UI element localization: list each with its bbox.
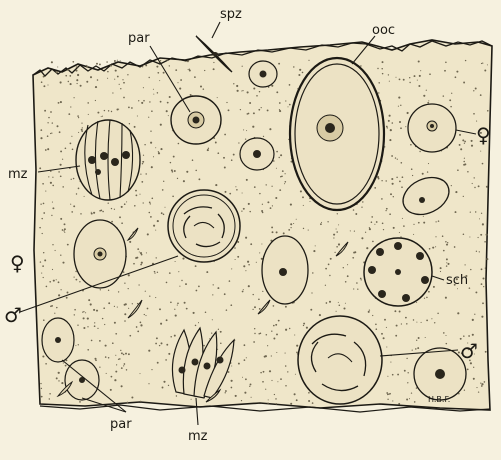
parasite-cell-bottom-upper <box>42 318 74 362</box>
label-mz-left: mz <box>8 167 28 182</box>
schizont <box>364 238 432 306</box>
cell-bottom-right <box>414 348 466 400</box>
label-female-right: ♀ <box>476 123 491 147</box>
label-male-right: ♂ <box>460 339 478 363</box>
oocyst <box>290 58 384 210</box>
male-gametocyte-right <box>298 316 382 404</box>
label-par-top: par <box>128 31 150 46</box>
small-cell-middle <box>240 138 274 170</box>
label-spz: spz <box>220 7 242 22</box>
label-ooc: ooc <box>372 23 395 38</box>
merozoite-cluster-left <box>76 120 140 200</box>
label-mz-bottom: mz <box>188 429 208 444</box>
small-cell-top <box>249 61 277 87</box>
label-sch: sch <box>446 273 468 288</box>
female-gametocyte-left <box>74 220 126 288</box>
oval-cell-middle <box>262 236 308 304</box>
parasite-cell-top <box>171 96 221 144</box>
label-par-bottom: par <box>110 417 132 432</box>
artist-signature: H.B.F. <box>428 395 450 404</box>
label-female-left: ♀ <box>10 251 25 275</box>
male-gametocyte-left <box>168 190 240 262</box>
label-male-left: ♂ <box>4 303 22 327</box>
female-gametocyte-top-right <box>408 104 456 152</box>
